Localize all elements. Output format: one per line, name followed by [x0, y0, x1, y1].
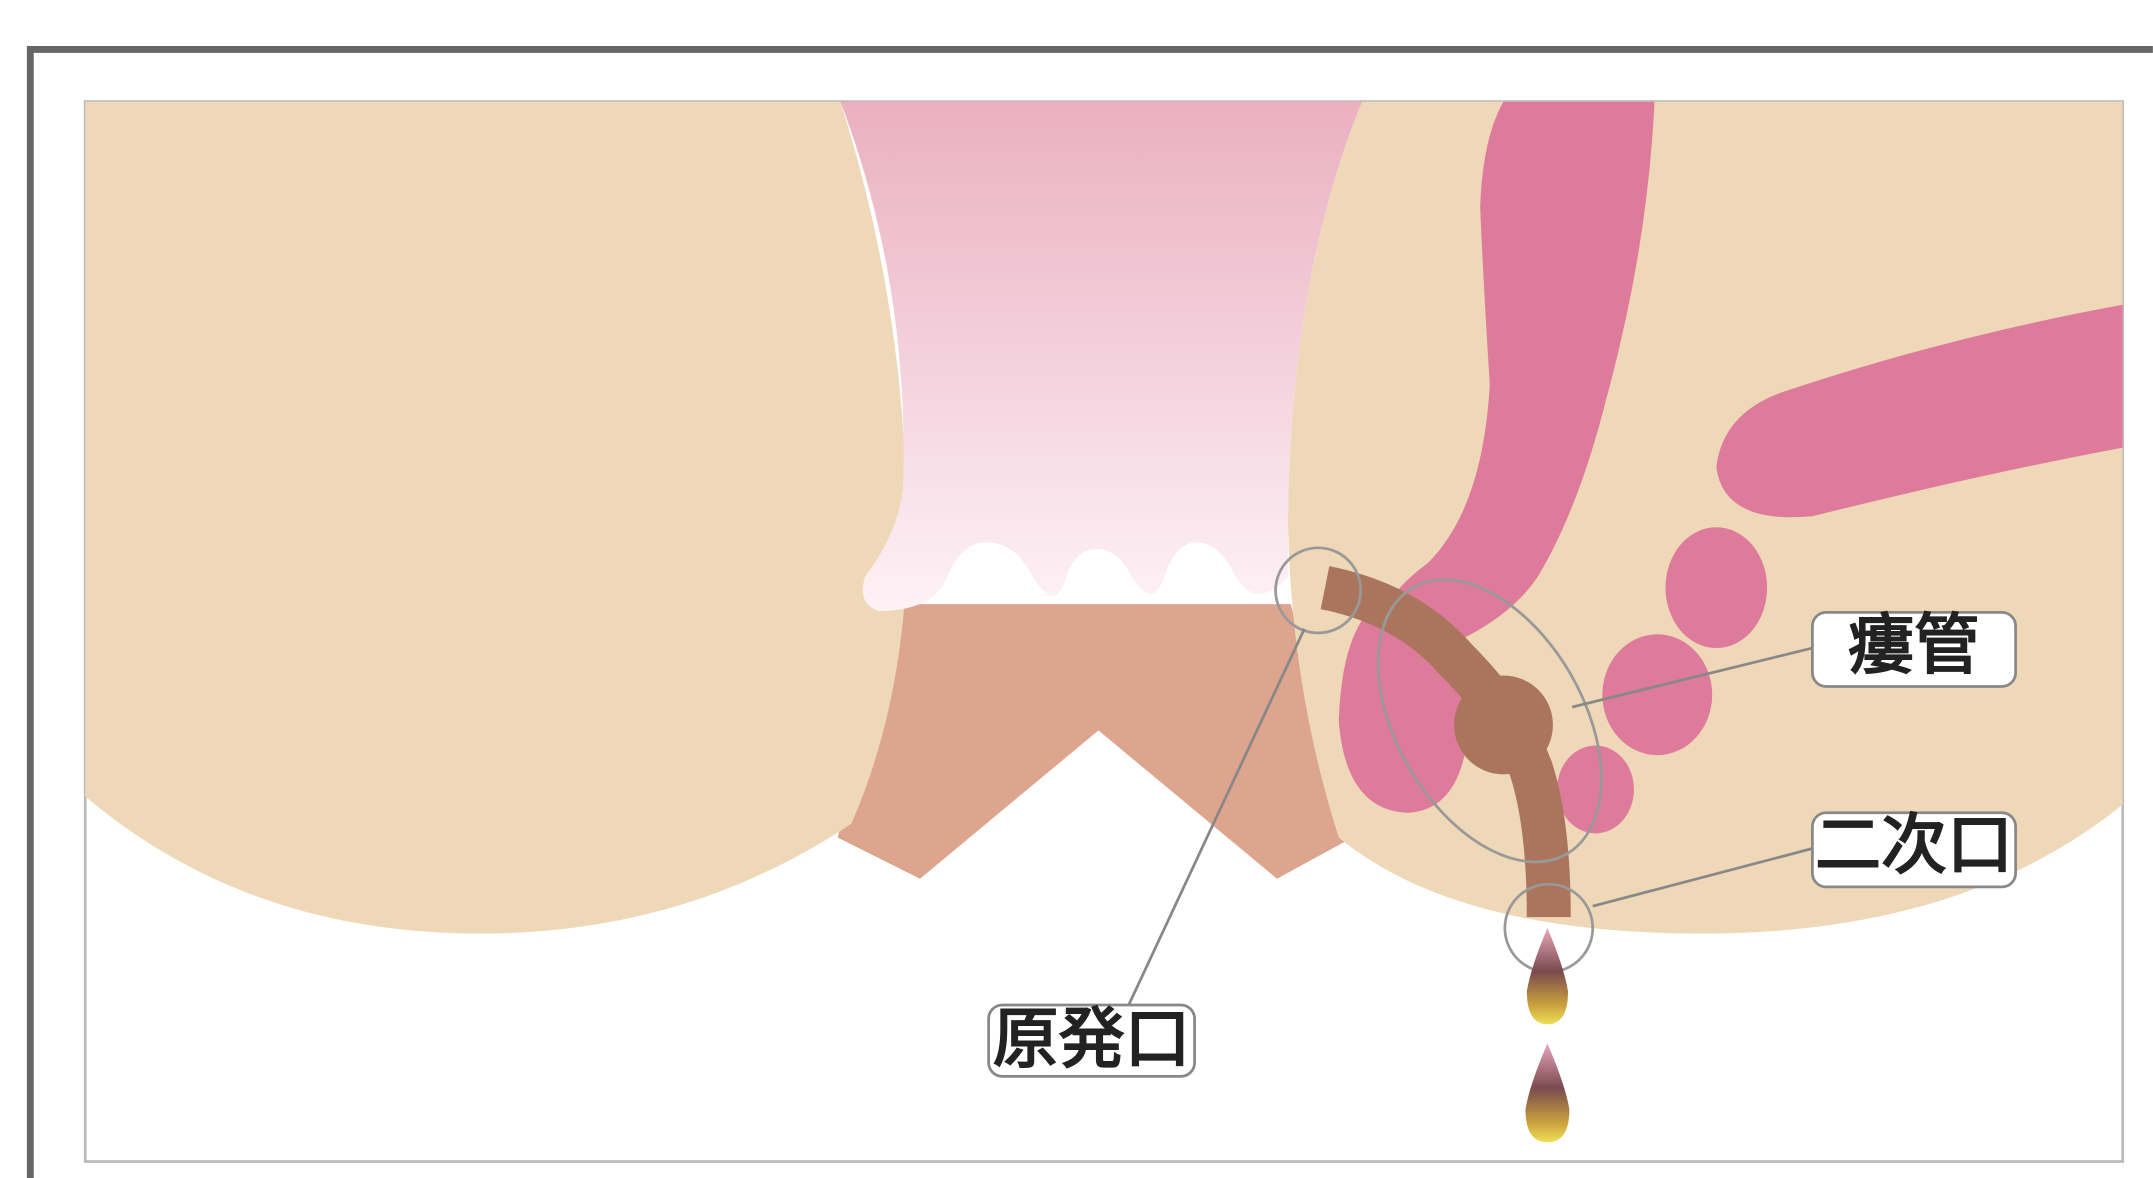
label-secondary-opening-text: 二次口 — [1815, 807, 2013, 884]
label-fistula-tract: 瘻管 — [1812, 606, 2015, 686]
label-primary-opening-text: 原発口 — [993, 1000, 1191, 1077]
label-primary-opening: 原発口 — [989, 1000, 1195, 1077]
sphincter-upper — [1666, 527, 1768, 648]
left-buttock — [85, 102, 907, 934]
rectum — [840, 102, 1362, 611]
fistula-abscess — [1454, 675, 1553, 774]
label-secondary-opening: 二次口 — [1812, 807, 2015, 887]
label-fistula-tract-text: 瘻管 — [1848, 606, 1980, 683]
